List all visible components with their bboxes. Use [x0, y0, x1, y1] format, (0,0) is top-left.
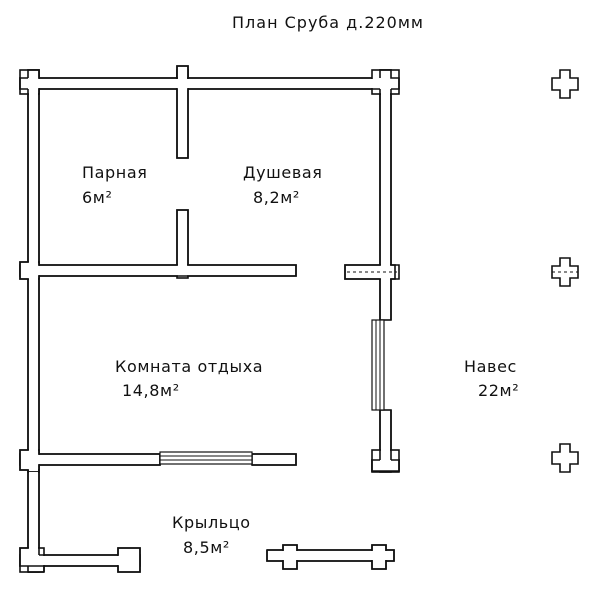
wall-outlines: [19, 65, 400, 573]
window-bottom: [159, 451, 253, 465]
plan-title: План Сруба д.220мм: [232, 13, 424, 32]
room-name-parnaya: Парная: [82, 163, 147, 182]
room-area-parnaya: 6м²: [82, 188, 112, 207]
room-name-komnata: Комната отдыха: [115, 357, 263, 376]
room-labels: Парная 6м² Душевая 8,2м² Комната отдыха …: [82, 163, 519, 557]
post-top: [551, 69, 579, 99]
room-name-dushevaya: Душевая: [243, 163, 323, 182]
canopy-posts: [551, 69, 579, 473]
window-right: [371, 319, 385, 411]
room-area-komnata: 14,8м²: [122, 381, 180, 400]
room-name-naves: Навес: [464, 357, 517, 376]
room-area-krylco: 8,5м²: [183, 538, 230, 557]
room-area-dushevaya: 8,2м²: [253, 188, 300, 207]
post-bottom: [551, 443, 579, 473]
room-name-krylco: Крыльцо: [172, 513, 251, 532]
room-area-naves: 22м²: [478, 381, 519, 400]
walls: [19, 65, 400, 573]
